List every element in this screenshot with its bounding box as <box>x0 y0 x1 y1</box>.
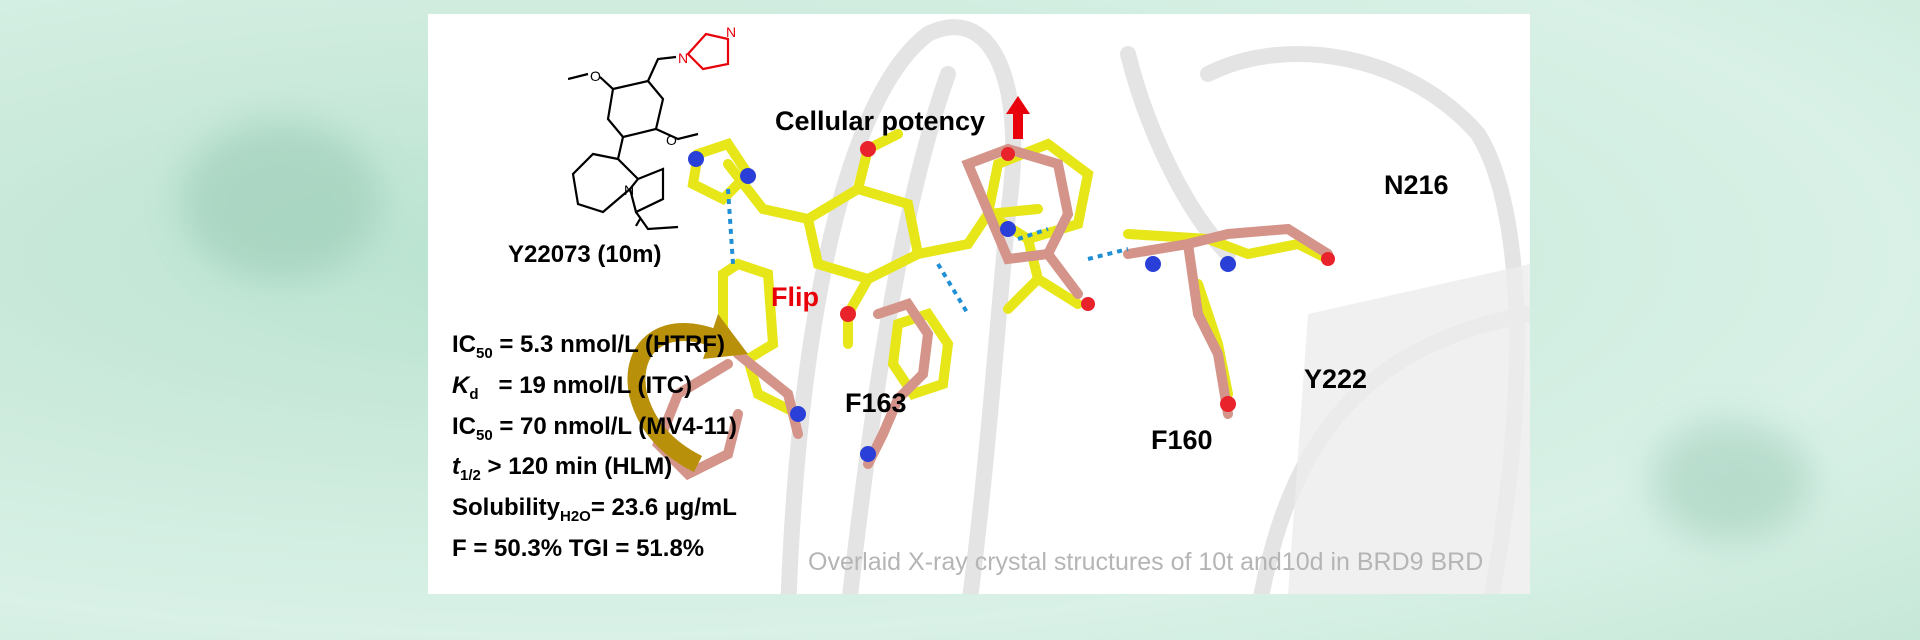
background-blob <box>1650 420 1810 540</box>
flip-arrow-head <box>703 314 748 359</box>
atom-N: N <box>678 50 688 66</box>
cellular-potency-label: Cellular potency <box>775 106 986 136</box>
atom-N: N <box>624 182 634 198</box>
residue-label-y222: Y222 <box>1304 364 1368 394</box>
property-subscript: 1/2 <box>460 467 481 485</box>
property-solubility: SolubilityH2O= 23.6 μg/mL <box>452 492 737 533</box>
property-value: = 23.6 μg/mL <box>590 494 737 522</box>
residue-label-f163: F163 <box>845 388 907 418</box>
property-label: K <box>452 371 470 399</box>
chemical-structure: O O N N N <box>568 24 736 231</box>
compound-name: Y22073 (10m) <box>508 241 662 268</box>
graphical-abstract-panel: O O N N N Y22073 (10m) IC50 = 5.3 nmol/L… <box>428 14 1530 594</box>
residue-label-n216: N216 <box>1384 170 1449 200</box>
property-ic50-mv411: IC50 = 70 nmol/L (MV4-11) <box>452 411 737 452</box>
property-half-life: t1/2 > 120 min (HLM) <box>452 451 737 492</box>
property-kd: Kd = 19 nmol/L (ITC) <box>452 370 737 411</box>
flip-arrow <box>627 323 733 473</box>
property-subscript: d <box>469 385 479 403</box>
property-subscript: 50 <box>476 344 493 362</box>
protein-structure-render <box>627 19 1530 594</box>
atom-N: N <box>726 24 736 40</box>
property-value: = 70 nmol/L (MV4-11) <box>499 412 737 440</box>
property-value: = 5.3 nmol/L (HTRF) <box>499 331 725 358</box>
property-label: Solubility <box>452 494 560 522</box>
property-label: t <box>452 453 460 481</box>
property-ic50-htrf: IC50 = 5.3 nmol/L (HTRF) <box>452 329 737 370</box>
oxygen-atoms <box>840 141 1335 412</box>
hydrogen-bonds <box>726 188 1129 316</box>
property-value: = 19 nmol/L (ITC) <box>485 371 693 399</box>
nitrogen-atoms <box>688 151 1236 462</box>
atom-O: O <box>590 68 601 84</box>
compound-properties: IC50 = 5.3 nmol/L (HTRF) Kd = 19 nmol/L … <box>452 329 737 565</box>
property-label: F = 50.3% TGI = 51.8% <box>452 534 705 562</box>
property-bioavailability-tgi: F = 50.3% TGI = 51.8% <box>452 533 737 565</box>
property-label: IC <box>452 331 476 358</box>
residue-label-f160: F160 <box>1151 425 1213 455</box>
property-label: IC <box>452 412 476 440</box>
background-blob <box>180 120 380 280</box>
protein-helix <box>1288 264 1530 594</box>
up-arrow-icon <box>1006 96 1030 139</box>
atom-O: O <box>666 132 677 148</box>
flip-label: Flip <box>771 282 819 312</box>
property-subscript: H2O <box>560 507 591 525</box>
figure-caption: Overlaid X-ray crystal structures of 10t… <box>808 548 1484 576</box>
property-value: > 120 min (HLM) <box>487 453 673 481</box>
property-subscript: 50 <box>476 426 493 444</box>
